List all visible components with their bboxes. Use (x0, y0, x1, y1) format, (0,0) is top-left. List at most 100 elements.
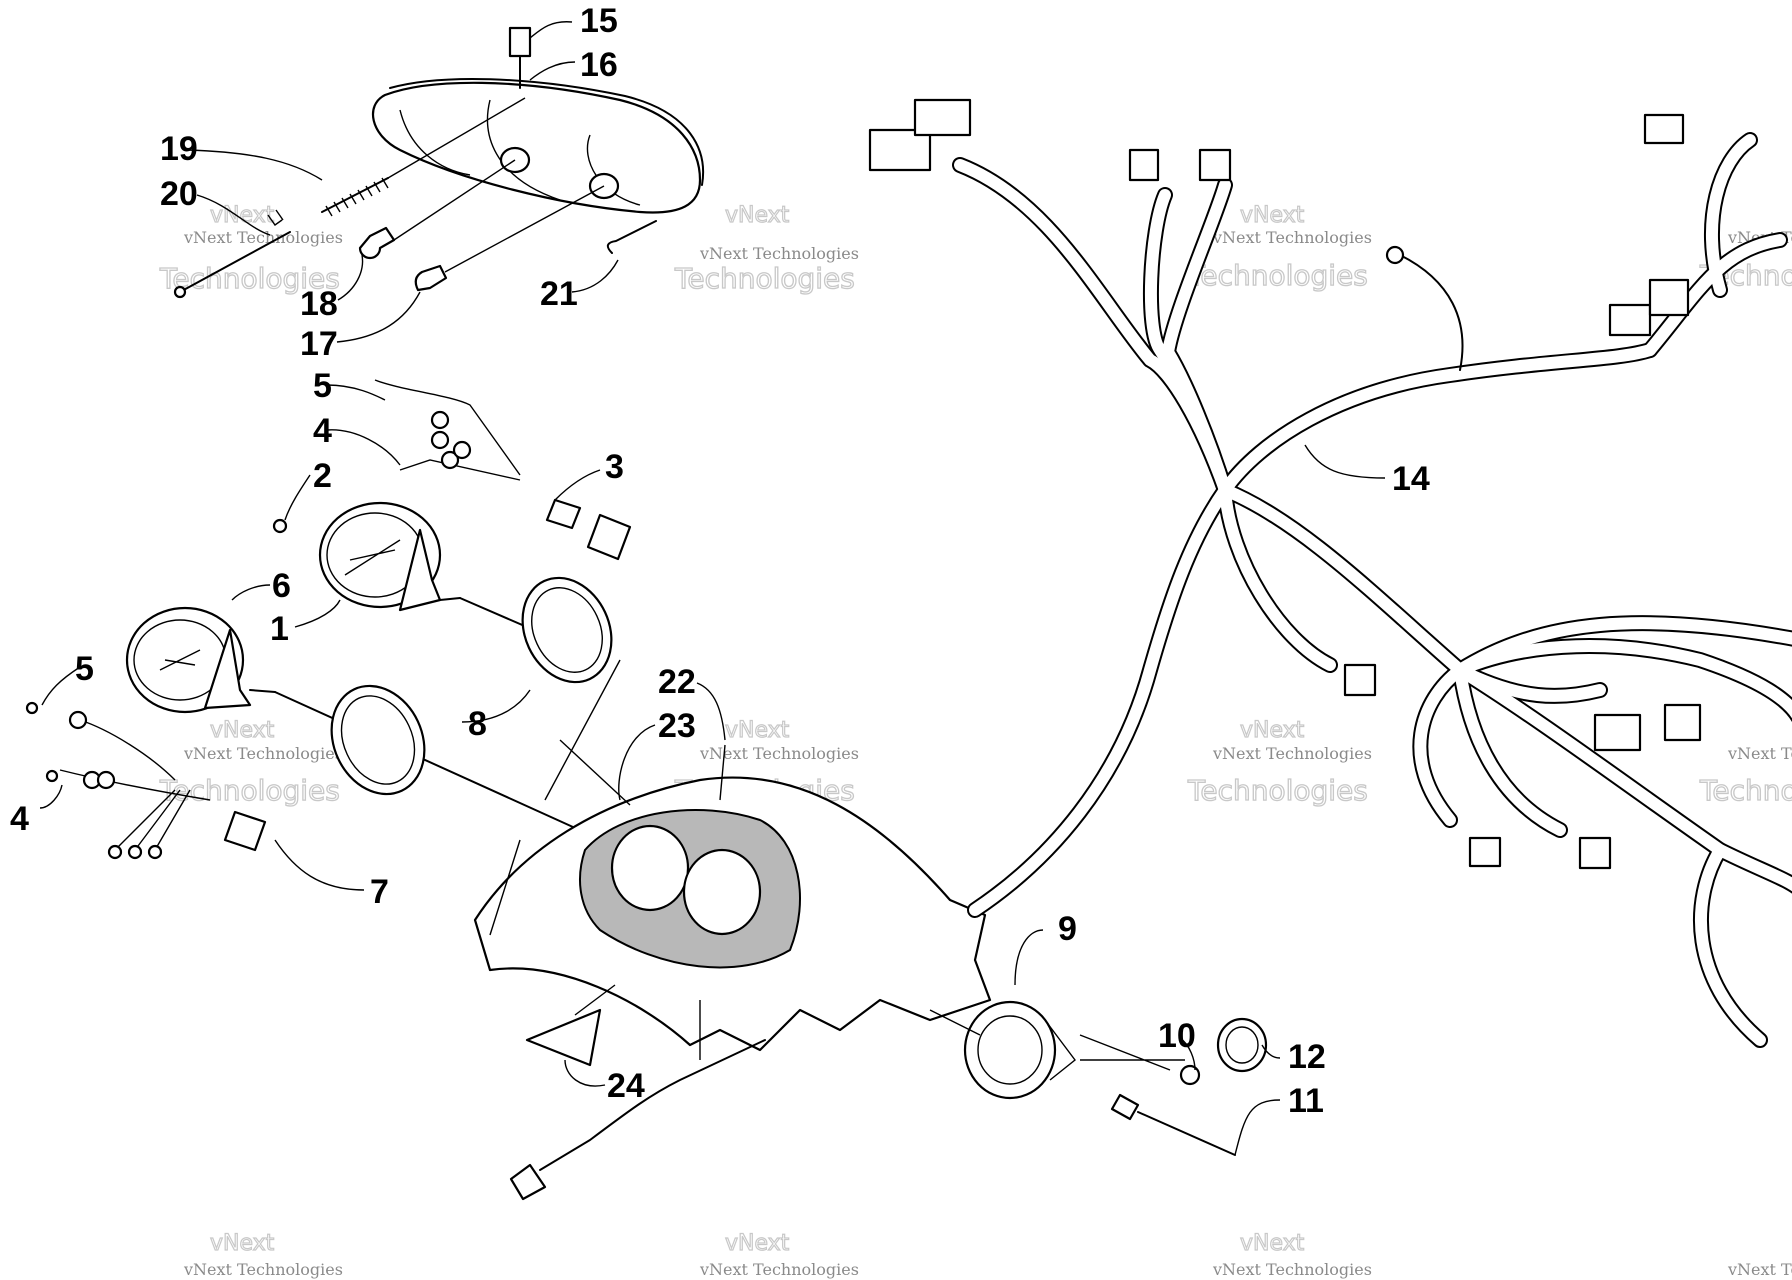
callout-4-bottom: 4 (10, 800, 29, 838)
svg-text:vNext Technologies: vNext Technologies (183, 744, 343, 763)
svg-text:vNext Technologies: vNext Technologies (183, 228, 343, 247)
connector-f (1648, 278, 1690, 317)
callout-21: 21 (540, 275, 578, 313)
callout-11: 11 (1288, 1082, 1324, 1120)
grommet-tail (1044, 1019, 1076, 1081)
callout-3: 3 (605, 448, 624, 486)
callout-5-top: 5 (313, 367, 332, 405)
callout-9: 9 (1058, 910, 1077, 948)
svg-text:vNext Technologies: vNext Technologies (1212, 1260, 1372, 1279)
svg-text:vNext: vNext (210, 1231, 275, 1256)
callout-4-top: 4 (313, 412, 332, 450)
connector-k (1468, 836, 1502, 868)
callout-5-bottom: 5 (75, 650, 94, 688)
svg-text:Technologies: Technologies (159, 262, 340, 295)
callout-6: 6 (272, 567, 291, 605)
headlight-assembly (173, 26, 704, 299)
nut-10 (1179, 1064, 1201, 1086)
gauge-harness-upper (374, 379, 632, 561)
svg-text:Technologies: Technologies (1187, 259, 1368, 292)
callout-24: 24 (607, 1067, 645, 1105)
dash-pigtail-wire (539, 1039, 766, 1171)
svg-text:vNext: vNext (1240, 203, 1305, 228)
main-harness (868, 98, 1792, 1048)
leader-22-dash (719, 744, 726, 801)
watermark-tile: vNext vNext Technologies Technologies (158, 202, 343, 295)
gauges (25, 379, 691, 881)
adjusting-spring (321, 177, 389, 217)
svg-text:vNext Technologies: vNext Technologies (699, 744, 859, 763)
dash-panel (473, 659, 992, 1201)
decal-leader (574, 984, 616, 1016)
callout-19: 19 (160, 130, 198, 168)
watermarks: vNext vNext Technologies Technologies vN… (158, 202, 1792, 1279)
svg-text:vNext Technologies: vNext Technologies (699, 244, 859, 263)
spring-line (387, 97, 526, 179)
leader-lines (39, 21, 1386, 1156)
connector-e (1608, 303, 1652, 337)
svg-text:vNext: vNext (1240, 718, 1305, 743)
callout-22: 22 (658, 663, 696, 701)
svg-text:vNext Technologies: vNext Technologies (1212, 744, 1372, 763)
gauge-harness-lower (25, 701, 267, 860)
watermark-tile: vNext vNext Technologies (699, 1230, 859, 1279)
callout-14: 14 (1392, 460, 1430, 498)
callout-1: 1 (270, 610, 289, 648)
ground-lead (1399, 254, 1464, 371)
svg-text:vNext: vNext (210, 203, 275, 228)
dash-edge (489, 839, 701, 1060)
watermark-tile: vNext Technologies (1727, 1260, 1792, 1279)
watermark-tile: vNext vNext Technologies (183, 1230, 343, 1279)
callout-10: 10 (1158, 1017, 1196, 1055)
svg-text:vNext Technologies: vNext Technologies (1212, 228, 1372, 247)
watermark-tile: vNext vNext Technologies Technologies (673, 202, 859, 295)
callout-12: 12 (1288, 1038, 1326, 1076)
connector-j (1663, 703, 1702, 742)
headlight-reflector-2 (486, 99, 561, 201)
ground-ring (1385, 245, 1405, 265)
watermark-tile: vNext vNext Technologies (1212, 1230, 1372, 1279)
hook-21 (606, 220, 657, 254)
callout-23: 23 (658, 707, 696, 745)
harness-connectors (868, 98, 1702, 870)
svg-text:vNext Technologies: vNext Technologies (183, 1260, 343, 1279)
bezel-lower-inner (340, 695, 416, 785)
sensor-11-head (1110, 1093, 1140, 1121)
decal-triangle (525, 1008, 602, 1067)
svg-text:Technologies: Technologies (674, 262, 855, 295)
svg-text:vNext Technologies: vNext Technologies (1727, 744, 1792, 763)
callout-15: 15 (580, 2, 618, 40)
callout-17: 17 (300, 325, 338, 363)
grommet-9-inner (977, 1015, 1043, 1085)
connector-a (868, 128, 932, 172)
svg-text:vNext: vNext (210, 718, 275, 743)
retainer-clip (508, 26, 532, 58)
harness-wires-inner (954, 134, 1792, 1046)
headlight-housing (371, 81, 702, 214)
watermark-tile: vNext Technologies Technologies (1698, 744, 1792, 808)
cable-leaders (1079, 1034, 1185, 1071)
callout-18: 18 (300, 285, 338, 323)
watermark-tile: vNext vNext Technologies Technologies (1186, 717, 1372, 807)
svg-text:vNext: vNext (725, 203, 790, 228)
sensor-11-probe (1137, 1111, 1236, 1156)
screw-2 (272, 518, 288, 534)
callout-labels: 15 16 19 20 18 17 21 5 4 2 3 6 1 5 8 4 7… (10, 2, 1430, 1120)
connector-b (913, 98, 972, 137)
connector-h (1343, 663, 1377, 697)
connector-l (1578, 836, 1612, 870)
connector-c (1128, 148, 1160, 182)
svg-text:Technologies: Technologies (1699, 774, 1792, 807)
callout-20: 20 (160, 175, 198, 213)
clamp-12-inner (1225, 1026, 1259, 1064)
bezel-upper (521, 576, 613, 684)
svg-text:vNext: vNext (725, 718, 790, 743)
leader-bezel-dash (544, 659, 621, 801)
svg-text:vNext: vNext (1240, 1231, 1305, 1256)
dash-pigtail-connector (509, 1163, 547, 1201)
bulb-18 (358, 159, 516, 260)
adjusting-screw (173, 209, 291, 299)
tachometer (318, 501, 581, 651)
watermark-tile: vNext vNext Technologies Technologies (1186, 202, 1372, 292)
headlight-rim (389, 77, 704, 186)
